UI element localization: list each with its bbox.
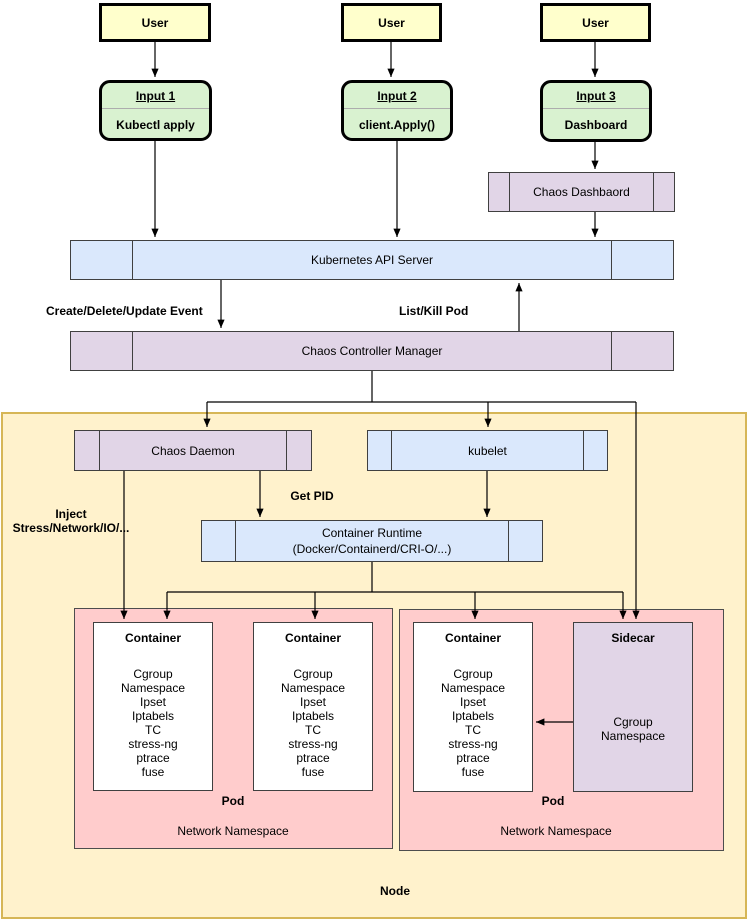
container-runtime-line1: Container Runtime <box>321 526 423 540</box>
input-title: Input 1 <box>102 83 209 109</box>
container-title: Container <box>284 631 341 645</box>
pod-label-left: Pod <box>221 794 245 808</box>
chaos-dashboard-label: Chaos Dashbaord <box>533 185 630 199</box>
chaos-dashboard-box: Chaos Dashbaord <box>488 172 675 212</box>
input-box-kubectl: Input 1 Kubectl apply <box>99 80 212 141</box>
input-action: Kubectl apply <box>116 117 195 132</box>
edge-label-get-pid: Get PID <box>290 489 334 503</box>
input-title: Input 3 <box>543 83 649 109</box>
kubernetes-api-server-box: Kubernetes API Server <box>70 240 674 280</box>
user-box-3: User <box>540 3 651 42</box>
pod-label-right: Pod <box>541 794 565 808</box>
input-action: Dashboard <box>564 117 628 132</box>
container-title: Container <box>124 631 181 645</box>
input-title: Input 2 <box>344 83 450 109</box>
chaos-controller-manager-box: Chaos Controller Manager <box>70 331 674 371</box>
user-box-2: User <box>341 3 442 42</box>
sidecar-title: Sidecar <box>611 631 655 645</box>
input-box-client-api: Input 2 client.Apply() <box>341 80 453 141</box>
node-label: Node <box>380 884 410 898</box>
edge-label-inject: Inject Stress/Network/IO/... <box>6 507 136 535</box>
inject-line-2: Stress/Network/IO/... <box>12 521 130 535</box>
user-label: User <box>141 15 169 30</box>
chaos-daemon-box: Chaos Daemon <box>74 430 312 471</box>
api-server-label: Kubernetes API Server <box>310 253 434 267</box>
edge-label-create-delete-update: Create/Delete/Update Event <box>46 304 203 318</box>
kubelet-box: kubelet <box>367 430 608 471</box>
container-runtime-line2: (Docker/Containerd/CRI-O/...) <box>292 542 452 556</box>
user-label: User <box>378 15 405 30</box>
chaos-daemon-label: Chaos Daemon <box>151 443 235 458</box>
input-action: client.Apply() <box>358 117 435 132</box>
container-runtime-box: Container Runtime (Docker/Containerd/CRI… <box>201 520 543 562</box>
input-box-dashboard: Input 3 Dashboard <box>540 80 652 142</box>
network-namespace-label-left: Network Namespace <box>177 824 289 838</box>
container-title: Container <box>444 631 501 645</box>
network-namespace-label-right: Network Namespace <box>500 824 612 838</box>
inject-line-1: Inject <box>55 507 87 521</box>
user-label: User <box>582 15 609 30</box>
edge-label-list-kill-pod: List/Kill Pod <box>399 304 469 318</box>
controller-manager-label: Chaos Controller Manager <box>301 344 443 358</box>
user-box-1: User <box>99 3 211 42</box>
kubelet-label: kubelet <box>468 443 507 458</box>
